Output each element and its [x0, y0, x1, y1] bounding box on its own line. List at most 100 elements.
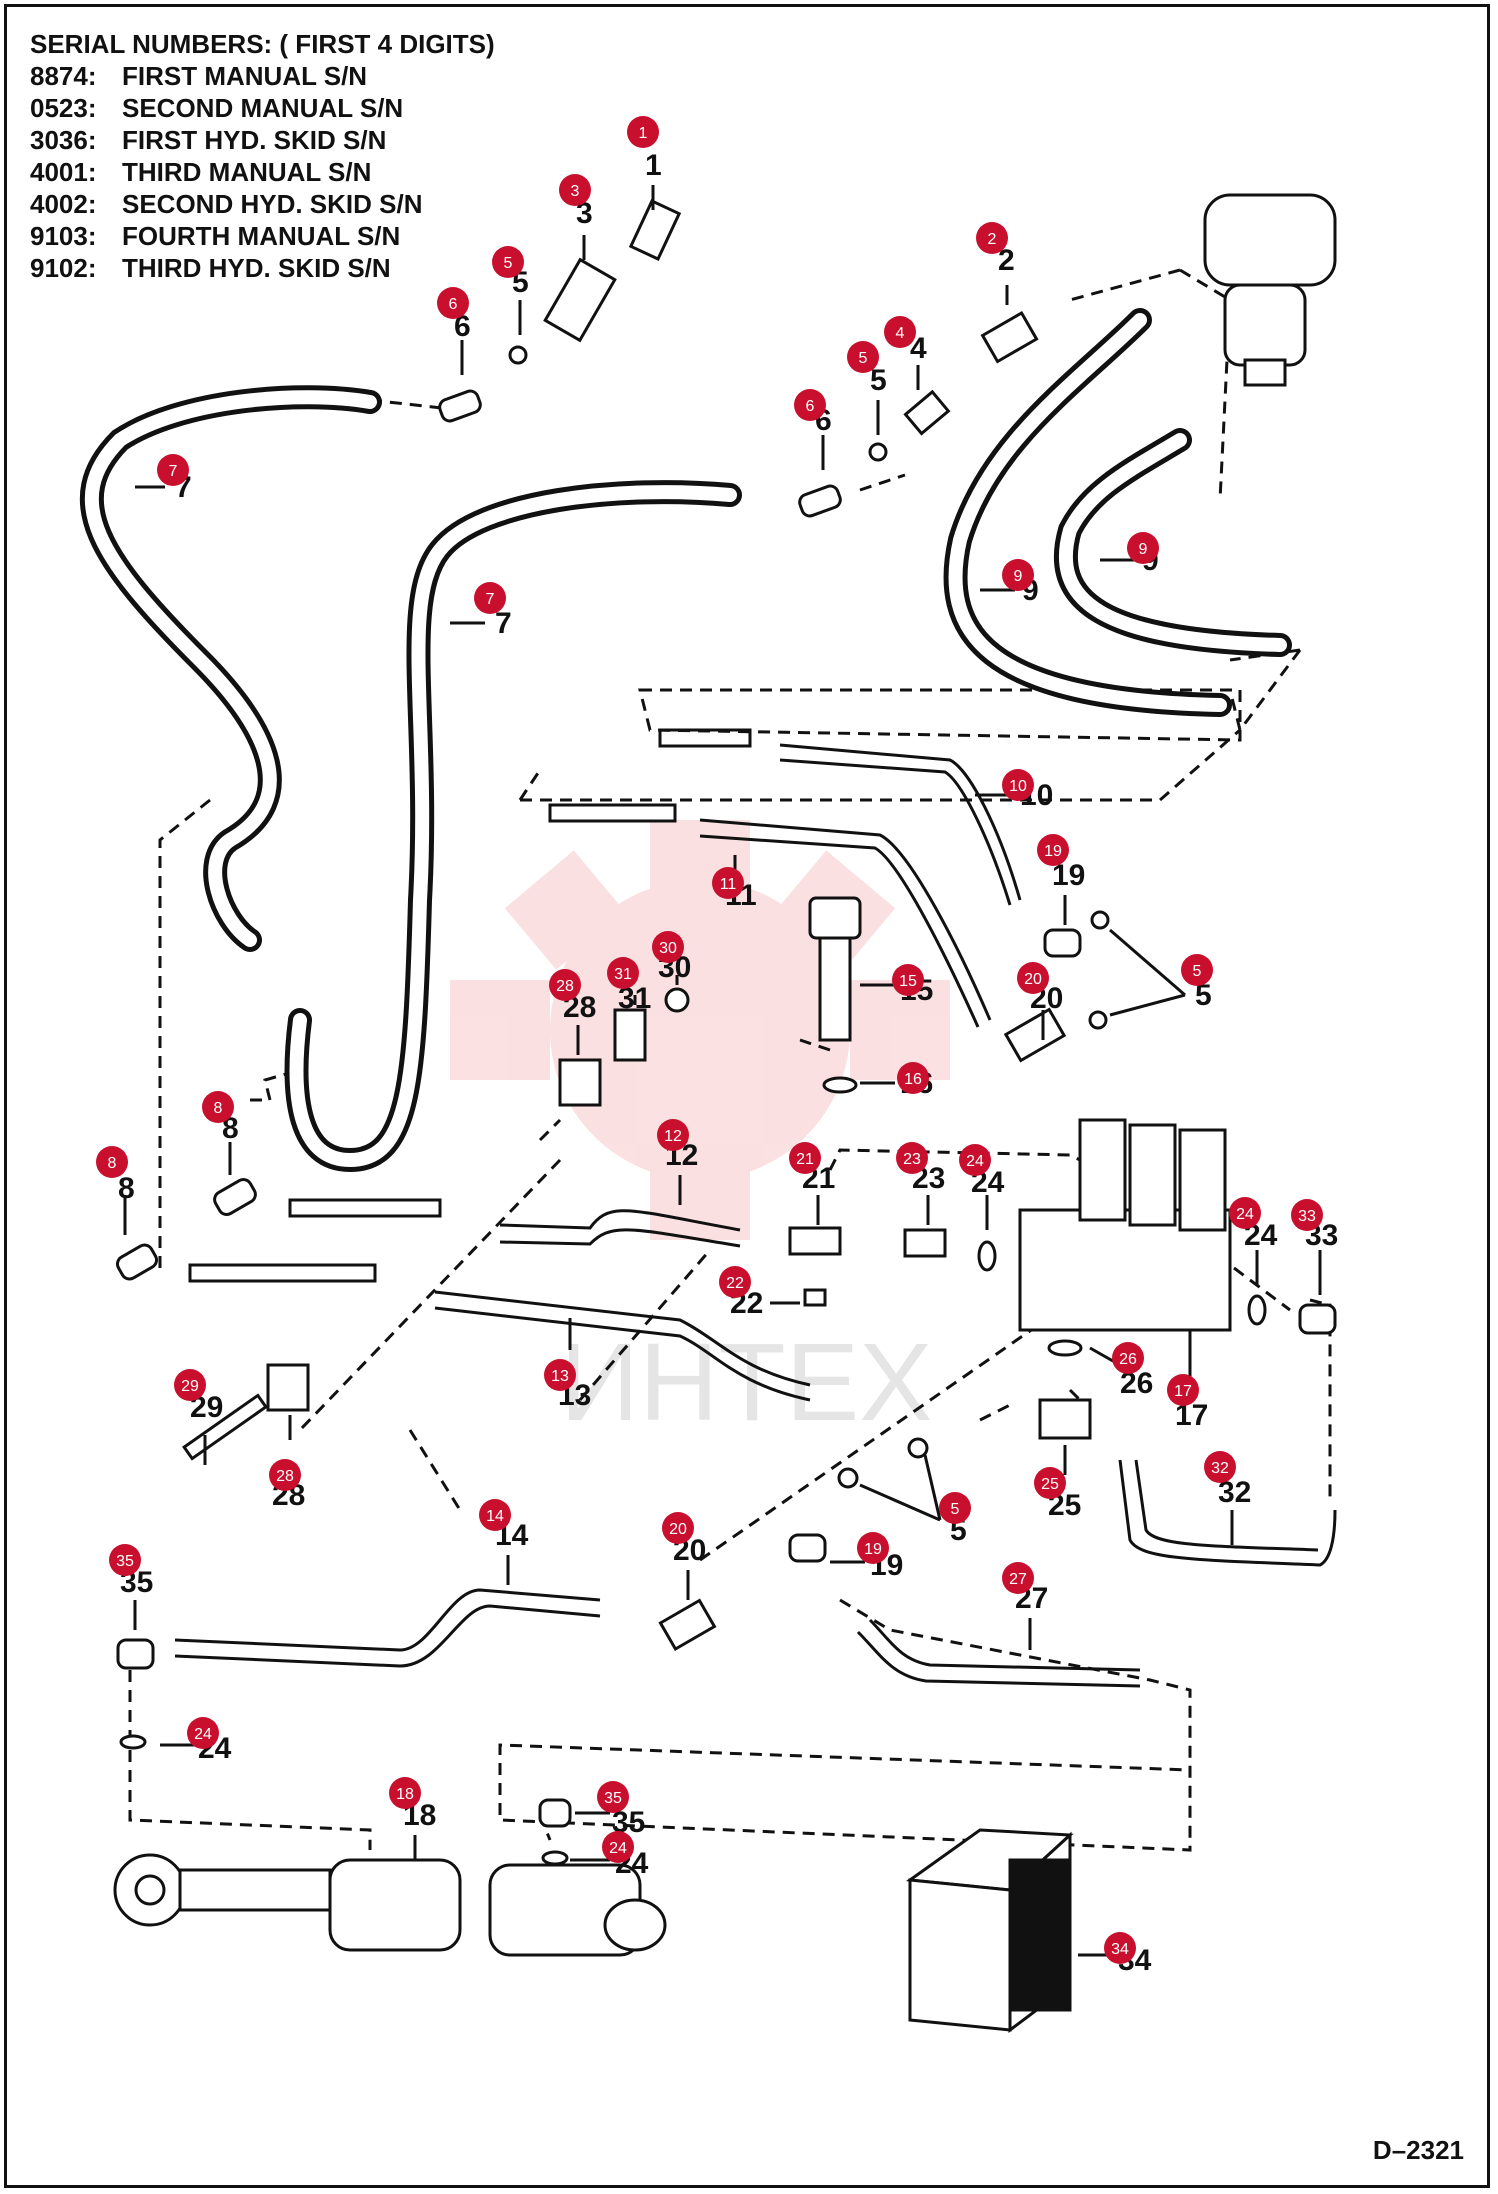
- serial-code: 9103:: [30, 221, 97, 251]
- clamp-28a: [558, 1058, 602, 1107]
- callout-badge[interactable]: 5: [1181, 954, 1213, 986]
- tube-straight-2: [288, 1198, 442, 1218]
- callout-badge[interactable]: 25: [1034, 1467, 1066, 1499]
- badge-number: 20: [669, 1521, 687, 1538]
- o-ring-26: [1047, 1339, 1083, 1357]
- serial-code: 4001:: [30, 157, 97, 187]
- badge-number: 30: [659, 940, 677, 957]
- callout-badge[interactable]: 12: [657, 1119, 689, 1151]
- label-text: 6: [454, 310, 471, 343]
- badge-number: 24: [966, 1153, 984, 1170]
- coupler-3: [543, 257, 617, 343]
- callout-badge[interactable]: 8: [96, 1146, 128, 1178]
- callout-badge[interactable]: 5: [847, 341, 879, 373]
- legend-title: SERIAL NUMBERS: ( FIRST 4 DIGITS): [30, 29, 495, 59]
- callout-badge[interactable]: 31: [607, 957, 639, 989]
- serial-code: 0523:: [30, 93, 97, 123]
- hose-7-left: [79, 385, 382, 952]
- label-24a: 24: [971, 1166, 1005, 1230]
- callout-badge[interactable]: 16: [897, 1062, 929, 1094]
- callout-badge[interactable]: 8: [202, 1091, 234, 1123]
- callout-badge[interactable]: 7: [474, 582, 506, 614]
- callout-badge[interactable]: 27: [1002, 1562, 1034, 1594]
- tube-14-b: [174, 1604, 601, 1668]
- badge-number: 35: [116, 1553, 134, 1570]
- callout-badge[interactable]: 32: [1204, 1451, 1236, 1483]
- callout-badge[interactable]: 20: [1017, 962, 1049, 994]
- cylinder-end-eye: [603, 1898, 667, 1952]
- callout-badge[interactable]: 6: [794, 389, 826, 421]
- callout-badge[interactable]: 24: [1229, 1197, 1261, 1229]
- callout-badge[interactable]: 24: [959, 1144, 991, 1176]
- callout-badge[interactable]: 17: [1167, 1374, 1199, 1406]
- relief-valve-stem: [1223, 283, 1307, 367]
- badge-number: 26: [1119, 1351, 1137, 1368]
- callout-badge[interactable]: 30: [652, 931, 684, 963]
- callout-badge[interactable]: 23: [896, 1142, 928, 1174]
- serial-code: 3036:: [30, 125, 97, 155]
- valve-section-1: [1078, 1118, 1127, 1222]
- label-32: 32: [1218, 1476, 1251, 1545]
- o-ring-24a: [977, 1240, 997, 1272]
- badge-number: 2: [988, 231, 997, 248]
- badge-number: 12: [664, 1128, 682, 1145]
- callout-badge[interactable]: 19: [1037, 834, 1069, 866]
- callout-badge[interactable]: 6: [437, 287, 469, 319]
- o-ring-24d: [541, 1850, 569, 1866]
- tube-11: [699, 818, 992, 1021]
- elbow-6a: [438, 389, 482, 423]
- valve-section-3: [1178, 1128, 1227, 1232]
- callout-badge[interactable]: 24: [187, 1717, 219, 1749]
- callout-badge[interactable]: 21: [789, 1142, 821, 1174]
- o-ring-5f: [907, 1437, 929, 1459]
- callout-badge[interactable]: 2: [976, 222, 1008, 254]
- elbow-6b: [798, 484, 842, 518]
- elbow-19b: [788, 1533, 827, 1563]
- valve-section-2: [1128, 1123, 1177, 1227]
- callout-badge[interactable]: 20: [662, 1512, 694, 1544]
- badge-number: 32: [1211, 1460, 1229, 1477]
- callout-badge[interactable]: 5: [492, 246, 524, 278]
- callout-badge[interactable]: 5: [939, 1492, 971, 1524]
- callout-badge[interactable]: 3: [559, 174, 591, 206]
- callout-badge[interactable]: 7: [157, 454, 189, 486]
- tube-32: [1118, 1459, 1337, 1567]
- watermark-gear: [450, 820, 950, 1240]
- elbow-19a: [1043, 928, 1082, 958]
- callout-badge[interactable]: 13: [544, 1359, 576, 1391]
- callout-badge[interactable]: 11: [712, 867, 744, 899]
- callout-badge[interactable]: 35: [597, 1781, 629, 1813]
- callout-badge[interactable]: 9: [1127, 532, 1159, 564]
- callout-badge[interactable]: 15: [892, 964, 924, 996]
- o-ring-16: [822, 1076, 858, 1094]
- callout-badge[interactable]: 24: [602, 1831, 634, 1863]
- badge-number: 1: [639, 125, 648, 142]
- callout-badge[interactable]: 35: [109, 1544, 141, 1576]
- callout-badge[interactable]: 10: [1002, 769, 1034, 801]
- callout-badge[interactable]: 28: [549, 969, 581, 1001]
- elbow-20a: [1003, 1007, 1067, 1063]
- badge-number: 33: [1298, 1208, 1316, 1225]
- callout-badge[interactable]: 14: [479, 1499, 511, 1531]
- callout-badge[interactable]: 22: [719, 1266, 751, 1298]
- label-text: 3: [576, 197, 593, 230]
- label-text: 1: [645, 149, 662, 182]
- callout-badge[interactable]: 29: [174, 1369, 206, 1401]
- callout-badge[interactable]: 9: [1002, 559, 1034, 591]
- callout-badge[interactable]: 1: [627, 116, 659, 148]
- callout-badge[interactable]: 19: [857, 1532, 889, 1564]
- callout-badge[interactable]: 4: [884, 316, 916, 348]
- callout-badge[interactable]: 34: [1104, 1932, 1136, 1964]
- callout-badge[interactable]: 26: [1112, 1342, 1144, 1374]
- callout-badge[interactable]: 33: [1291, 1199, 1323, 1231]
- label-7b: 7: [450, 607, 512, 640]
- relief-valve: [1203, 193, 1337, 387]
- badge-number: 11: [720, 876, 737, 893]
- badge-number: 15: [899, 973, 917, 990]
- label-5c: 5: [1109, 928, 1212, 1017]
- badge-number: 6: [449, 296, 458, 313]
- tube-straight-4: [658, 728, 752, 748]
- callout-badge[interactable]: 18: [389, 1777, 421, 1809]
- callout-badge[interactable]: 28: [269, 1459, 301, 1491]
